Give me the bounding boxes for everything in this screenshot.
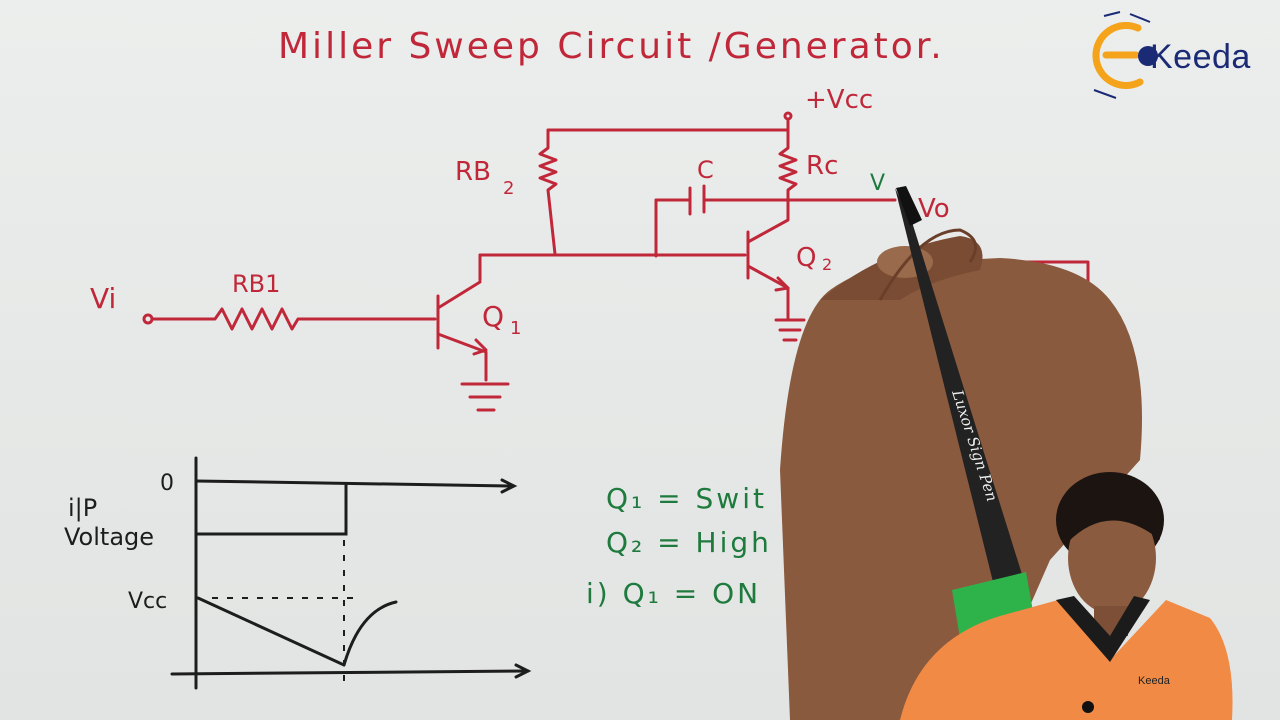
hand-with-pen: Luxor Sign Pen [780, 186, 1142, 720]
rc-label: Rc [806, 151, 838, 181]
q2-subscript: 2 [822, 255, 832, 274]
q2-label: Q [796, 243, 816, 273]
note-1: Q₁ = Swit [606, 482, 767, 515]
q1-subscript: 1 [510, 318, 521, 339]
rb1-label: RB1 [232, 270, 280, 298]
title: Miller Sweep Circuit /Generator. [278, 26, 945, 67]
waveform-vcc-label: Vcc [128, 589, 167, 614]
waveform-dashes [212, 540, 360, 688]
capacitor-label: C [697, 156, 714, 184]
note-3: i) Q₁ = ON [586, 577, 761, 610]
note-2: Q₂ = High [606, 526, 772, 559]
waveform-axes [170, 456, 532, 690]
svg-text:Keeda: Keeda [1138, 675, 1171, 687]
v-label: V [870, 171, 885, 196]
vi-label: Vi [90, 282, 116, 315]
vo-label: Vo [918, 194, 950, 224]
rb2-subscript: 2 [503, 178, 514, 199]
q1-label: Q [482, 300, 504, 333]
presenter: Keeda [900, 472, 1233, 720]
rb2-label: RB [455, 157, 491, 187]
logo-text: Keeda [1150, 38, 1251, 76]
ip-label: i|P [68, 494, 97, 522]
voltage-label: Voltage [64, 523, 154, 551]
ekeeda-logo-mark [1092, 11, 1158, 99]
zero-label: 0 [160, 471, 174, 496]
vcc-label: +Vcc [805, 85, 873, 115]
